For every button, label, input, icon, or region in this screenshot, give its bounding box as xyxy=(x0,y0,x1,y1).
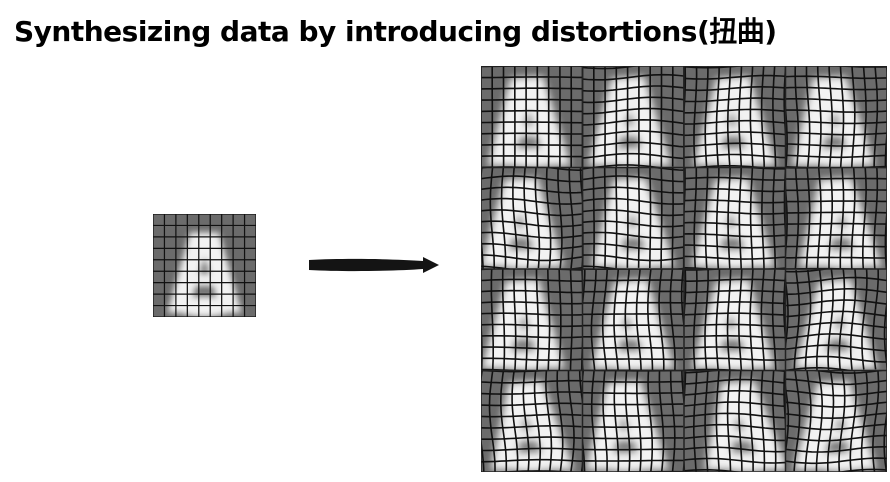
distorted-sample-11 xyxy=(684,269,786,371)
distorted-sample-9 xyxy=(481,269,583,371)
distorted-sample-4 xyxy=(785,66,887,168)
distorted-samples-grid xyxy=(481,66,887,472)
distorted-sample-1 xyxy=(481,66,583,168)
distorted-sample-15 xyxy=(684,370,786,472)
distorted-sample-3 xyxy=(684,66,786,168)
distorted-sample-10 xyxy=(582,269,684,371)
slide-title: Synthesizing data by introducing distort… xyxy=(14,15,777,48)
distorted-sample-6 xyxy=(582,167,684,269)
distorted-sample-12 xyxy=(785,269,887,371)
transform-arrow xyxy=(305,252,445,278)
distorted-sample-14 xyxy=(582,370,684,472)
distorted-sample-16 xyxy=(785,370,887,472)
original-glyph-image xyxy=(153,214,256,317)
distorted-sample-13 xyxy=(481,370,583,472)
original-glyph-tile xyxy=(153,214,256,317)
distorted-sample-2 xyxy=(582,66,684,168)
distorted-sample-7 xyxy=(684,167,786,269)
distorted-sample-8 xyxy=(785,167,887,269)
distorted-sample-5 xyxy=(481,167,583,269)
